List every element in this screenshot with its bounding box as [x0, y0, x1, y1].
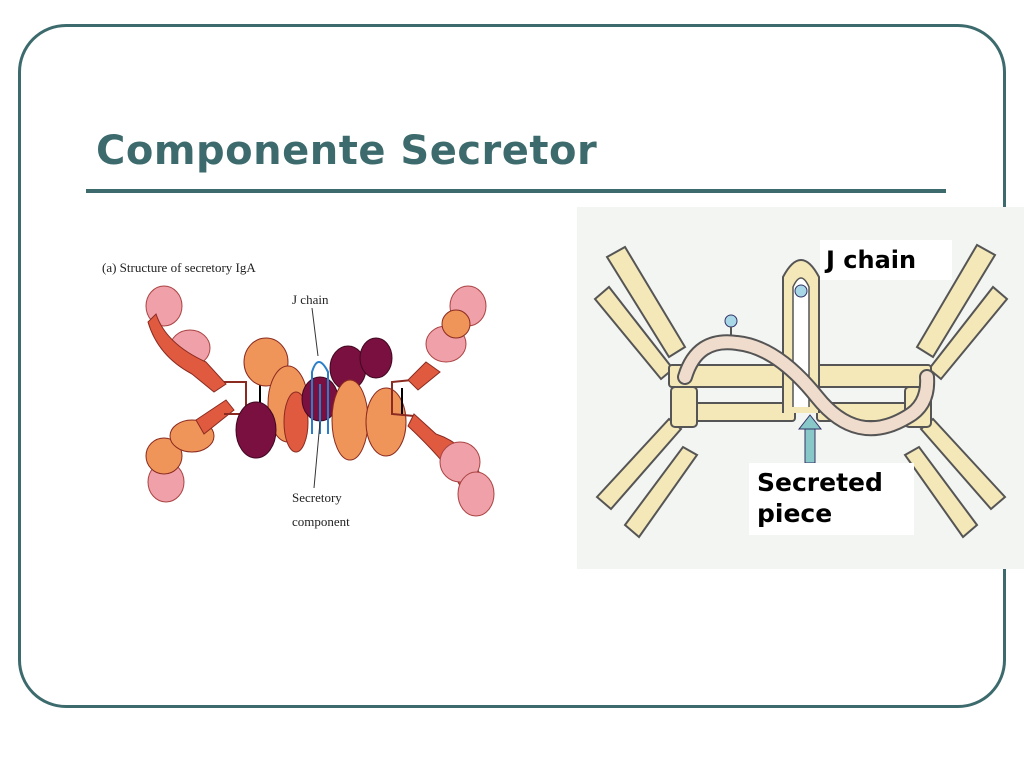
right-upper-fab — [407, 285, 487, 391]
left-lower-fab — [145, 399, 235, 503]
right-fc-region — [331, 379, 407, 461]
secretory-component-pointer — [313, 421, 321, 489]
schematic-arms — [593, 243, 1009, 539]
j-chain-pointer — [311, 307, 319, 357]
j-chain-label: J chain — [292, 292, 329, 307]
secreted-piece-arrow-shaft — [804, 426, 816, 464]
left-upper-fab — [145, 285, 227, 393]
right-lower-fab — [407, 413, 495, 517]
glycan-bead — [724, 314, 738, 328]
secretory-iga-diagram: (a) Structure of secretory IgA — [96, 244, 516, 544]
secreted-piece-callout: Secreted piece — [749, 463, 914, 535]
secreted-piece-band — [679, 336, 934, 435]
left-hinge — [224, 381, 247, 415]
secreted-piece-arrow-head — [797, 414, 823, 430]
secreted-piece-line1: Secreted — [757, 468, 883, 497]
slide-title: Componente Secretor — [96, 128, 598, 174]
left-fc-region — [243, 337, 309, 453]
j-chain-bead — [794, 284, 808, 298]
j-chain-callout: J chain — [820, 240, 952, 280]
right-hinge — [391, 379, 415, 417]
iga-schematic-diagram: J chain Secreted piece — [577, 207, 1024, 569]
title-underline — [86, 189, 946, 193]
secreted-piece-line2: piece — [757, 499, 833, 528]
secretory-component-label-line2: component — [292, 514, 350, 529]
secretory-component-label-line1: Secretory — [292, 490, 342, 505]
figure-caption: (a) Structure of secretory IgA — [102, 260, 256, 275]
